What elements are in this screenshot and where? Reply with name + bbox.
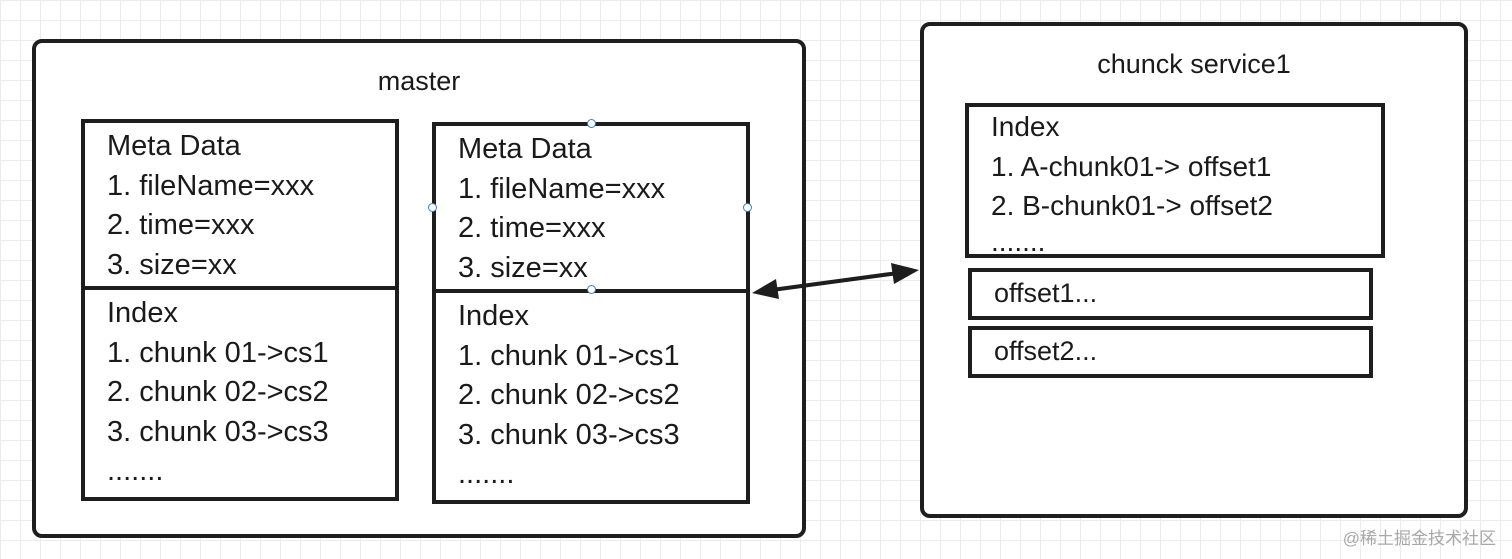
- index-line: 3. chunk 03->cs3: [458, 418, 680, 451]
- meta-line: 2. time=xxx: [458, 212, 606, 244]
- resize-handle-bottom[interactable]: [587, 285, 596, 294]
- arrow-head-left: [752, 279, 779, 299]
- index-ellipsis: .......: [107, 455, 164, 487]
- resize-handle-right[interactable]: [743, 203, 752, 212]
- arrow-head-right: [891, 263, 919, 284]
- index-ellipsis: .......: [458, 458, 515, 490]
- index-ellipsis: .......: [991, 225, 1046, 257]
- meta-line: 1. fileName=xxx: [458, 172, 666, 205]
- index-heading: Index: [107, 297, 178, 329]
- index-line: 1. A-chunk01-> offset1: [991, 150, 1272, 182]
- master-left-index-box[interactable]: Index 1. chunk 01->cs1 2. chunk 02->cs2 …: [81, 286, 399, 501]
- meta-line: 3. size=xx: [458, 251, 588, 284]
- offset2-box[interactable]: offset2...: [968, 326, 1373, 378]
- index-line: 2. chunk 02->cs2: [458, 379, 680, 411]
- resize-handle-top[interactable]: [587, 119, 596, 128]
- index-line: 2. chunk 02->cs2: [107, 376, 329, 408]
- meta-line: 1. fileName=xxx: [107, 169, 315, 202]
- meta-line: 2. time=xxx: [107, 209, 255, 241]
- meta-heading: Meta Data: [107, 130, 241, 162]
- offset1-box[interactable]: offset1...: [968, 268, 1373, 320]
- index-line: 3. chunk 03->cs3: [107, 415, 329, 448]
- meta-heading: Meta Data: [458, 133, 592, 165]
- index-heading: Index: [458, 300, 529, 332]
- meta-line: 3. size=xx: [107, 248, 237, 281]
- resize-handle-left[interactable]: [428, 203, 437, 212]
- chunk-service-title: chunck service1: [1097, 49, 1291, 79]
- index-line: 1. chunk 01->cs1: [458, 339, 680, 372]
- arrow-shaft: [771, 271, 899, 292]
- master-title: master: [377, 66, 461, 96]
- index-line: 1. chunk 01->cs1: [107, 336, 329, 369]
- watermark: @稀土掘金技术社区: [1342, 529, 1496, 548]
- index-heading: Index: [991, 111, 1060, 142]
- index-line: 2. B-chunk01-> offset2: [991, 190, 1273, 221]
- master-right-index-box[interactable]: Index 1. chunk 01->cs1 2. chunk 02->cs2 …: [432, 289, 750, 504]
- chunk-service-index-box[interactable]: Index 1. A-chunk01-> offset1 2. B-chunk0…: [965, 103, 1385, 258]
